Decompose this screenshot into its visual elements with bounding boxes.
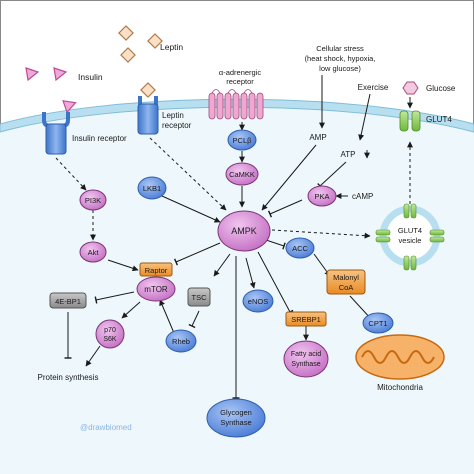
ampk-label: AMPK [231, 226, 257, 236]
exercise-to-atp-arrow [358, 93, 371, 141]
cytoplasm [0, 103, 474, 474]
node-srebp1[interactable]: SREBP1 [285, 311, 327, 327]
mtor-to-p70-arrow [121, 301, 141, 319]
camkk-label: CaMKK [229, 170, 255, 179]
node-tsc[interactable]: TSC [187, 287, 211, 307]
glut4-vesicle [379, 205, 441, 267]
node-akt[interactable]: Akt [79, 241, 107, 263]
rheb-to-mtor-arrow [159, 299, 175, 334]
4ebp1-label: 4E-BP1 [55, 297, 81, 306]
alpha-adrenergic-label-1: α-adrenergic [219, 68, 262, 77]
lkb1-label: LKB1 [143, 184, 161, 193]
node-rheb[interactable]: Rheb [165, 329, 197, 353]
cellular-stress-label-1: Cellular stress [316, 44, 364, 53]
ampk-inhibits-srebp1 [257, 251, 294, 315]
cell-membrane [0, 98, 474, 133]
insulin-receptor-to-pi3k-arrow [55, 157, 87, 191]
acc-label: ACC [292, 244, 308, 253]
alpha-adrenergic-label-2: receptor [226, 77, 254, 86]
atp-label: ATP [341, 150, 356, 159]
alpha-adrenergic-receptor-shape [208, 89, 264, 120]
amp-label: AMP [309, 133, 326, 142]
enos-label: eNOS [248, 297, 268, 306]
leptin-receptor-label-2: receptor [162, 121, 192, 130]
glycogen-label-2: Synthase [220, 418, 251, 427]
tsc-label: TSC [192, 293, 208, 302]
glucose-icon [402, 81, 419, 95]
node-plcb[interactable]: PCLβ [227, 129, 257, 151]
glut4-membrane-shape [399, 110, 421, 132]
malonyl-label-1: Malonyl [333, 273, 359, 282]
insulin-receptor-shape [42, 112, 70, 155]
leptin-receptor-label-1: Leptin [162, 111, 184, 120]
atp-inhibits-pka [317, 161, 347, 190]
glucose-label: Glucose [426, 84, 456, 93]
node-acc[interactable]: ACC [285, 237, 315, 259]
node-malonyl-coa[interactable]: Malonyl CoA [326, 269, 366, 295]
node-ampk[interactable]: AMPK [217, 210, 271, 252]
p70-label-2: S6K [103, 336, 117, 343]
rheb-label: Rheb [172, 337, 190, 346]
node-lkb1[interactable]: LKB1 [137, 176, 167, 200]
lkb1-to-ampk-arrow [161, 195, 221, 223]
node-4ebp1[interactable]: 4E-BP1 [49, 292, 87, 309]
node-enos[interactable]: eNOS [242, 289, 274, 313]
leptin-ligands [118, 25, 163, 98]
node-fatty-acid-synthase[interactable]: Fatty acid Synthase [283, 340, 329, 378]
ampk-inhibits-acc [265, 239, 286, 250]
tsc-inhibits-rheb [188, 310, 200, 329]
node-mtor[interactable]: mTOR [136, 276, 176, 302]
exercise-label: Exercise [358, 83, 389, 92]
fas-label-2: Synthase [291, 361, 320, 368]
node-cpt1[interactable]: CPT1 [362, 312, 394, 334]
akt-to-mtor-arrow [107, 259, 139, 272]
protein-synthesis-label: Protein synthesis [38, 373, 99, 382]
cellular-stress-label-2: (heat shock, hypoxia, [305, 54, 376, 63]
cellular-stress-label-3: low glucose) [319, 64, 361, 73]
p70-to-protein-arrow [85, 345, 101, 367]
raptor-label: Raptor [145, 266, 168, 275]
mitochondria-label: Mitochondria [377, 383, 423, 392]
node-camkk[interactable]: CaMKK [225, 162, 259, 186]
pi3k-label: PI3K [85, 196, 101, 205]
node-pka[interactable]: PKA [307, 185, 337, 207]
fas-label-1: Fatty acid [291, 351, 321, 358]
glut4-vesicle-label-1: GLUT4 [398, 226, 422, 235]
mtor-inhibits-4ebp1 [94, 291, 135, 304]
mitochondria-shape [355, 334, 445, 380]
pka-label: PKA [314, 192, 329, 201]
node-glycogen-synthase[interactable]: Glycogen Synthase [206, 398, 266, 438]
plcb-label: PCLβ [233, 136, 253, 145]
pka-inhibits-ampk [267, 199, 303, 218]
camp-label: cAMP [352, 192, 373, 201]
glut4-label: GLUT4 [426, 115, 452, 124]
watermark: @drawbiomed [80, 423, 132, 432]
srebp1-label: SREBP1 [291, 315, 321, 324]
leptin-receptor-shape [137, 96, 159, 135]
glut4-vesicle-transporters [375, 203, 445, 271]
glycogen-label-1: Glycogen [220, 408, 252, 417]
pathway-arrows [55, 122, 376, 399]
insulin-receptor-label: Insulin receptor [72, 134, 127, 143]
node-p70-s6k[interactable]: p70 S6K [95, 319, 125, 349]
mtor-label: mTOR [144, 285, 168, 294]
ampk-to-tsc-arrow [213, 253, 231, 277]
glut4-vesicle-label-2: vesicle [399, 236, 422, 245]
malonyl-label-2: CoA [339, 283, 354, 292]
leptin-label: Leptin [160, 42, 183, 52]
insulin-label: Insulin [78, 72, 103, 82]
akt-label: Akt [88, 248, 100, 257]
ampk-inhibits-raptor [173, 242, 221, 266]
insulin-ligands [25, 67, 77, 114]
p70-label-1: p70 [104, 327, 116, 334]
cpt1-label: CPT1 [368, 319, 387, 328]
node-pi3k[interactable]: PI3K [79, 189, 107, 211]
node-raptor[interactable]: Raptor [139, 262, 173, 277]
ampk-to-vesicle-arrow [271, 229, 371, 239]
ampk-to-enos-arrow [245, 257, 256, 289]
amp-to-ampk-arrow [261, 144, 317, 211]
